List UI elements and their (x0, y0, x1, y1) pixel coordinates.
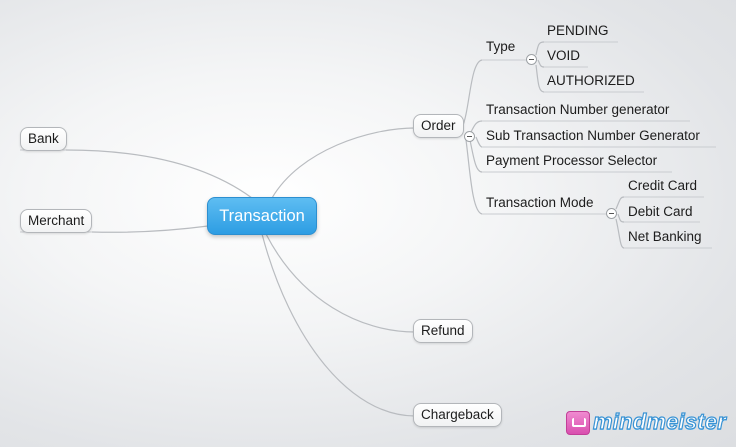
root-node-label: Transaction (219, 207, 305, 225)
connector-type-void (537, 59, 545, 68)
mindmeister-logo: mindmeister (566, 408, 726, 436)
node-mode-credit-card[interactable]: Credit Card (628, 178, 698, 193)
node-transaction-number-generator[interactable]: Transaction Number generator (486, 102, 670, 117)
type-collapse-toggle[interactable] (526, 54, 537, 65)
connector-mode-netbanking (615, 218, 625, 249)
node-type-authorized[interactable]: AUTHORIZED (547, 73, 635, 88)
connector-type-authorized (535, 64, 545, 93)
node-chargeback-label: Chargeback (421, 407, 494, 422)
mindmeister-logo-text: mindmeister (592, 408, 727, 434)
node-sub-transaction-number-generator[interactable]: Sub Transaction Number Generator (486, 128, 700, 143)
node-merchant[interactable]: Merchant (20, 209, 93, 233)
node-type-pending[interactable]: PENDING (547, 23, 609, 38)
node-order-label: Order (421, 118, 456, 133)
node-merchant-label: Merchant (28, 213, 85, 228)
mindmeister-logo-icon (566, 411, 590, 435)
connector-root-refund (265, 233, 416, 333)
connector-root-merchant (91, 225, 209, 233)
connector-order-sub (475, 136, 483, 148)
node-refund-label: Refund (421, 323, 465, 338)
order-collapse-toggle[interactable] (464, 131, 475, 142)
mode-collapse-toggle[interactable] (606, 208, 617, 219)
node-payment-processor-selector[interactable]: Payment Processor Selector (486, 153, 658, 168)
node-transaction-mode[interactable]: Transaction Mode (486, 195, 594, 210)
node-bank-label: Bank (28, 131, 59, 146)
connector-mode-credit (615, 196, 625, 210)
node-mode-net-banking[interactable]: Net Banking (628, 229, 702, 244)
root-node-transaction[interactable]: Transaction (207, 197, 317, 235)
connector-root-chargeback (261, 233, 416, 417)
node-bank[interactable]: Bank (20, 127, 67, 151)
connector-order-mode (465, 139, 483, 215)
connector-mode-debit (617, 213, 625, 223)
connector-root-bank (65, 149, 253, 199)
connector-order-payproc (469, 139, 483, 173)
node-type[interactable]: Type (486, 39, 516, 54)
node-chargeback[interactable]: Chargeback (413, 403, 502, 427)
node-mode-debit-card[interactable]: Debit Card (628, 204, 693, 219)
node-refund[interactable]: Refund (413, 319, 473, 343)
node-type-void[interactable]: VOID (547, 48, 581, 63)
connector-order-type (461, 59, 483, 129)
node-order[interactable]: Order (413, 114, 464, 138)
connector-type-pending (535, 41, 545, 56)
connector-root-order (271, 127, 416, 199)
